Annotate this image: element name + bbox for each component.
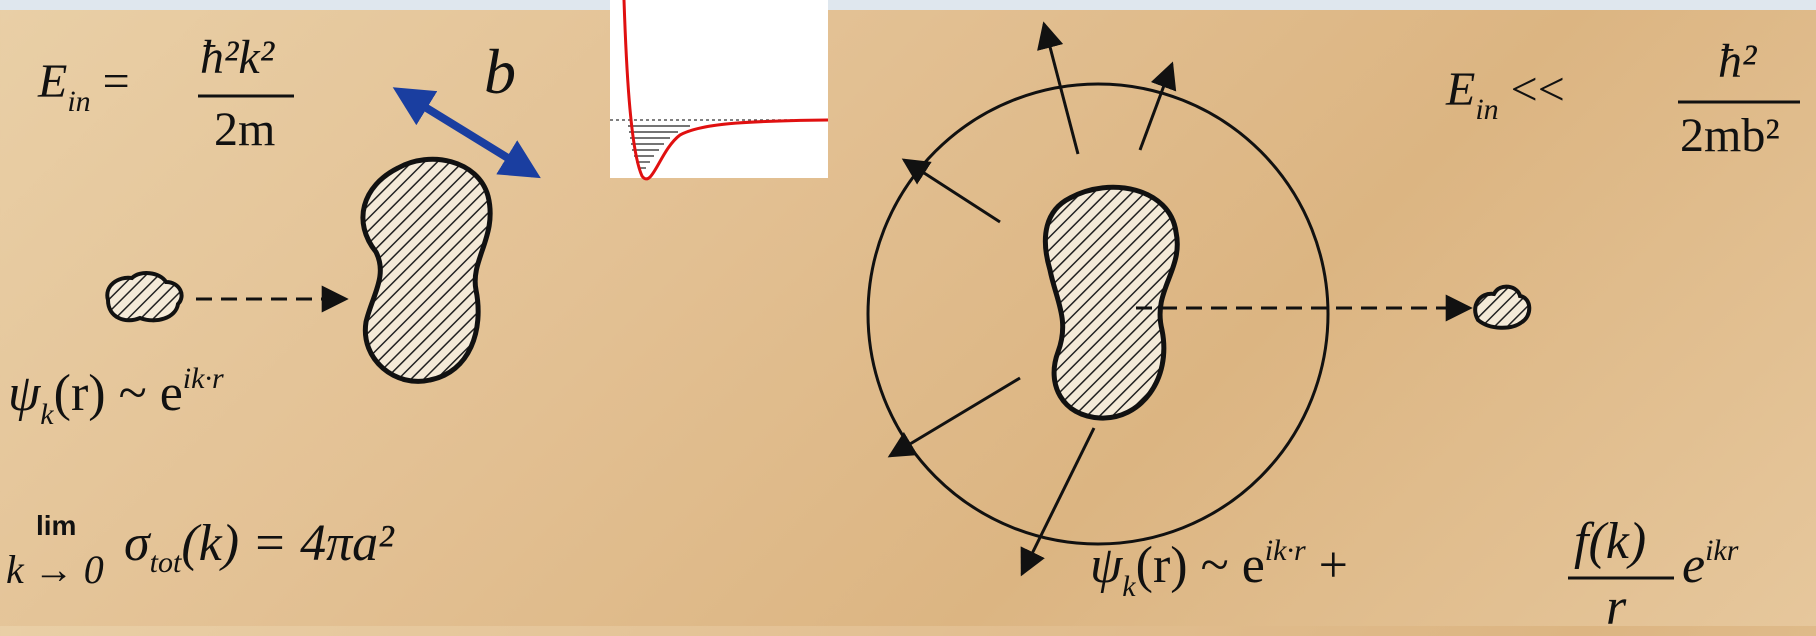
limit-word: lim	[36, 512, 76, 540]
right-energy-denominator: 2mb²	[1680, 112, 1780, 160]
range-label: b	[484, 40, 516, 104]
potential-well-curve	[624, 0, 828, 179]
potential-curve-group	[610, 0, 828, 179]
left-energy-lhs: Ein =	[38, 58, 130, 106]
left-wavefunction: ψk(r) ~ eik·r	[8, 368, 224, 420]
outgoing-particle-blob	[1475, 287, 1529, 328]
right-wavefunction: ψk(r) ~ eik·r +	[1090, 540, 1348, 592]
incident-particle-blob	[107, 273, 181, 320]
left-energy-denominator: 2m	[214, 106, 275, 154]
scattering-amplitude-denominator: r	[1606, 582, 1626, 634]
scatter-arrow-down-left	[890, 378, 1020, 456]
left-energy-numerator: ħ²k²	[200, 34, 274, 82]
limit-subscript: k → 0	[6, 550, 104, 590]
scatter-arrow-up-right	[1140, 64, 1172, 150]
scattering-amplitude-numerator: f(k)	[1574, 516, 1646, 568]
target-blob	[363, 159, 490, 381]
scatter-arrow-down	[1022, 428, 1094, 574]
right-energy-numerator: ħ²	[1718, 38, 1756, 86]
spherical-wave-term: eikr	[1682, 540, 1738, 592]
cross-section-formula: σtot(k) = 4πa²	[124, 518, 394, 570]
target-blob-right	[1045, 187, 1177, 418]
right-energy-lhs: Ein <<	[1446, 66, 1565, 114]
scatter-arrow-left	[904, 160, 1000, 222]
